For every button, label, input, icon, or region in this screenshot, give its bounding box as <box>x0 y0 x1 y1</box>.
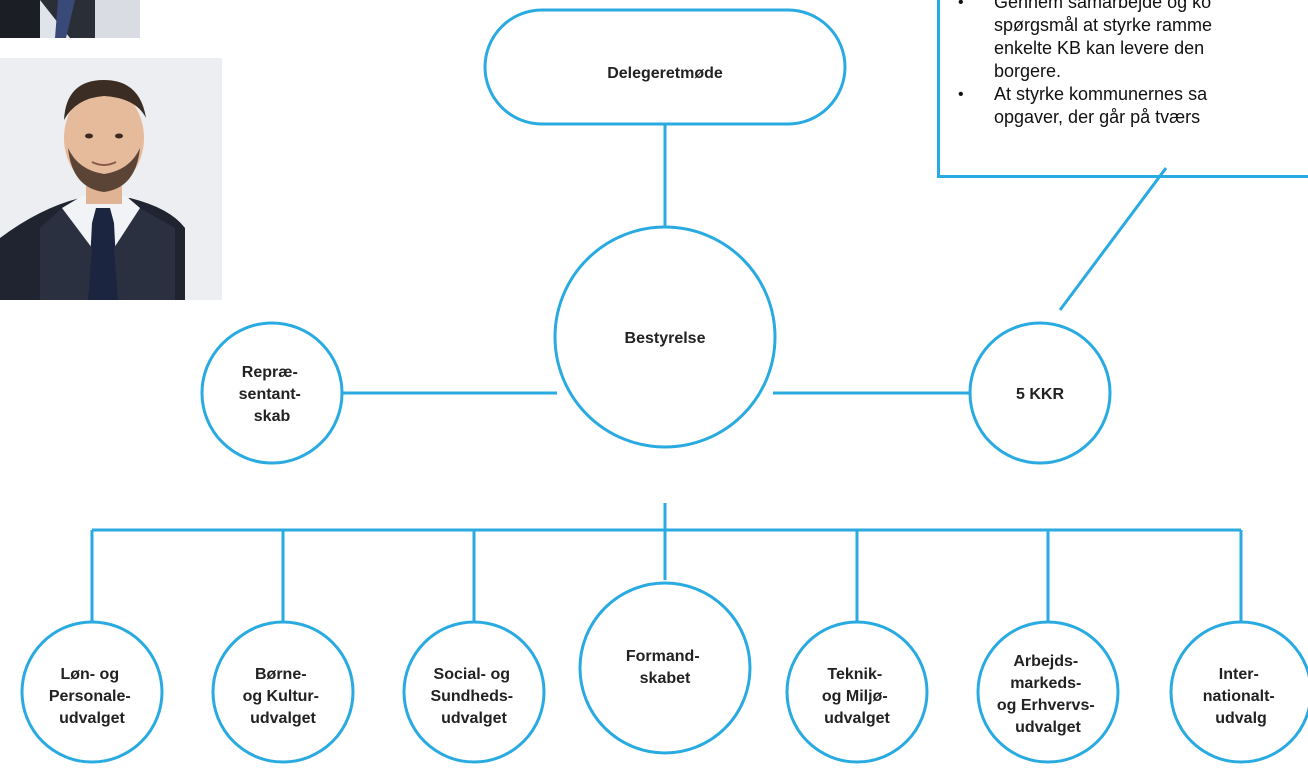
node-lon <box>20 620 164 764</box>
connector-callout-kkr <box>1058 167 1168 311</box>
callout-box: • Gennem samarbejde og ko spørgsmål at sty… <box>937 0 1308 178</box>
label-social: Social- og Sundheds- udvalget <box>430 666 517 727</box>
label-repraesentantskab: Repræ- sentant- skab <box>239 364 306 425</box>
bullet-icon: • <box>958 86 964 103</box>
person-photo-cropped <box>0 0 140 38</box>
label-kkr: 5 KKR <box>1016 386 1064 403</box>
callout-line: enkelte KB kan levere den <box>994 38 1205 58</box>
node-teknik <box>785 620 929 764</box>
label-formand: Formand- skabet <box>626 648 704 687</box>
man-in-suit-portrait <box>0 58 222 300</box>
callout-list-item: • At styrke kommunernes sa opgaver, der gå… <box>958 83 1308 129</box>
label-lon: Løn- og Personale- udvalget <box>49 666 135 727</box>
callout-line: At styrke kommunernes sa <box>994 84 1208 104</box>
callout-list-item: • Gennem samarbejde og ko spørgsmål at sty… <box>958 0 1308 83</box>
node-bestyrelse <box>553 225 777 449</box>
label-borne: Børne- og Kultur- udvalget <box>243 666 324 727</box>
node-kkr <box>968 321 1112 465</box>
callout-line: borgere. <box>994 61 1062 81</box>
node-arbejds <box>976 620 1120 764</box>
callout-line: spørgsmål at styrke ramme <box>994 15 1213 35</box>
label-bestyrelse: Bestyrelse <box>625 330 706 347</box>
label-inter: Inter- nationalt- udvalg <box>1203 666 1279 727</box>
callout-line: opgaver, der går på tværs <box>994 107 1201 127</box>
bullet-icon: • <box>958 0 964 11</box>
node-social <box>402 620 546 764</box>
callout-line: Gennem samarbejde og ko <box>994 0 1212 12</box>
callout-list: • Gennem samarbejde og ko spørgsmål at sty… <box>958 0 1308 129</box>
node-repraesentantskab <box>200 321 344 465</box>
node-borne <box>211 620 355 764</box>
label-delegeretmode: Delegeretmøde <box>607 65 723 82</box>
node-formand <box>578 581 752 755</box>
label-arbejds: Arbejds- markeds- og Erhvervs- udvalget <box>997 653 1099 736</box>
label-teknik: Teknik- og Miljø- udvalget <box>822 666 892 727</box>
node-delegeretmode <box>483 8 847 126</box>
node-inter <box>1169 620 1308 764</box>
